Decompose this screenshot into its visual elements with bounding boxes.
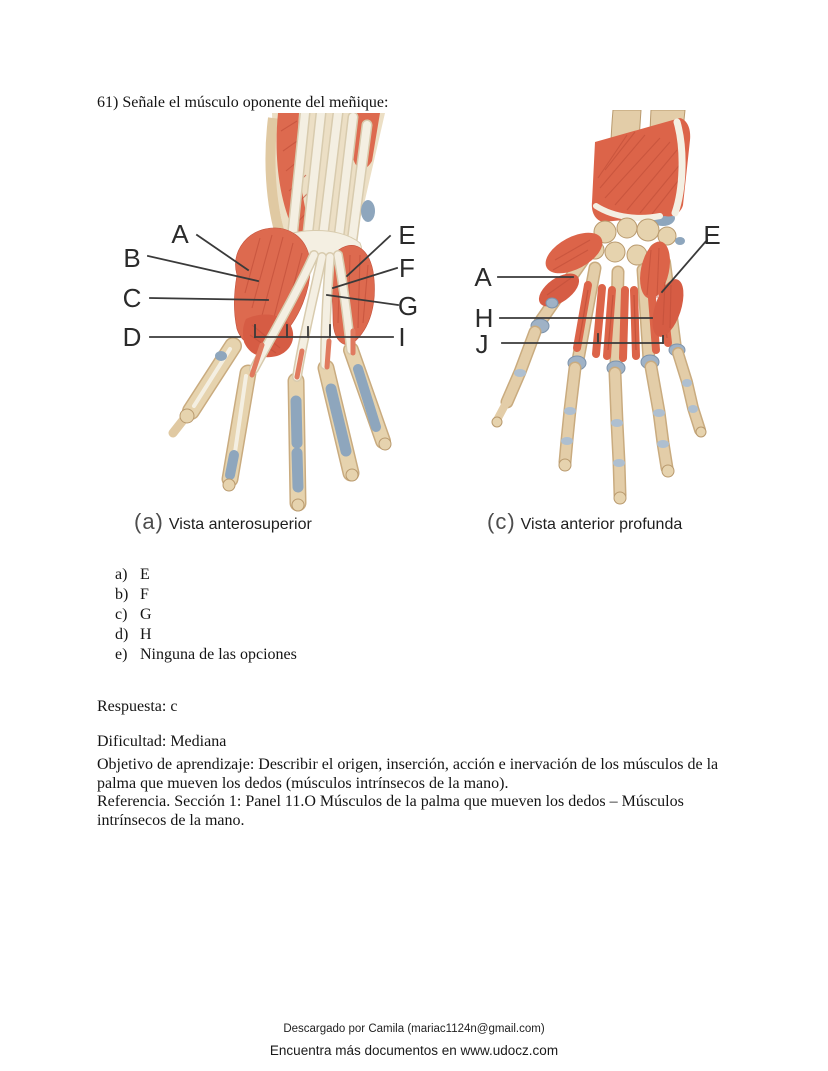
- option-b-text: F: [140, 586, 149, 603]
- figure-left-label-B: B: [123, 243, 140, 273]
- figure-right-label-J: J: [476, 329, 489, 359]
- figure-left-label-C: C: [123, 283, 142, 313]
- figure-right-caption-text: Vista anterior profunda: [520, 516, 683, 533]
- footer-udocz-link: Encuentra más documentos en www.udocz.co…: [269, 1043, 559, 1058]
- objective-text: Objetivo de aprendizaje: Describir el or…: [97, 756, 719, 792]
- footer-downloaded-by: Descargado por Camila (mariac1124n@gmail…: [283, 1023, 545, 1035]
- figure-left-caption-text: Vista anterosuperior: [168, 516, 312, 533]
- option-d-key: d): [115, 626, 129, 643]
- figure-right-label-H: H: [475, 303, 494, 333]
- reference-text: Referencia. Sección 1: Panel 11.O Múscul…: [97, 793, 684, 829]
- figure-right-illustration: A H J E: [474, 110, 721, 505]
- option-d-text: H: [140, 626, 152, 643]
- option-e-key: e): [115, 646, 128, 663]
- option-b-key: b): [115, 586, 129, 603]
- figure-right-caption: (c)Vista anterior profunda: [487, 509, 682, 535]
- option-d: d) H: [115, 625, 297, 645]
- figure-left-illustration: A B C D E F G I: [123, 113, 418, 512]
- figure-left-label-D: D: [123, 322, 142, 352]
- question-text: 61) Señale el músculo oponente del meñiq…: [97, 94, 389, 111]
- option-c-text: G: [140, 606, 152, 623]
- options-list: a) E b) F c) G d) H e) Ninguna de las opcione…: [115, 565, 297, 665]
- difficulty-text: Dificultad: Mediana: [97, 733, 227, 750]
- figure-left-label-I: I: [398, 322, 405, 352]
- figure-right-caption-letter: (c): [487, 509, 516, 534]
- option-e: e) Ninguna de las opciones: [115, 645, 297, 665]
- option-a-key: a): [115, 566, 128, 583]
- answer-text: Respuesta: c: [97, 698, 178, 715]
- option-a-text: E: [140, 566, 150, 583]
- figure-left-leader-lines: [146, 233, 400, 338]
- figure-left-label-A: A: [171, 219, 189, 249]
- figure-right-leader-lines: [497, 238, 709, 344]
- figure-right-label-E: E: [703, 220, 720, 250]
- option-b: b) F: [115, 585, 297, 605]
- option-e-text: Ninguna de las opciones: [140, 646, 297, 663]
- figure-left-label-E: E: [398, 220, 415, 250]
- option-c: c) G: [115, 605, 297, 625]
- figure-right-label-A: A: [474, 262, 492, 292]
- figure-left-caption-letter: (a): [134, 509, 164, 534]
- figure-left-label-G: G: [398, 291, 418, 321]
- option-c-key: c): [115, 606, 128, 623]
- figure-left-caption: (a)Vista anterosuperior: [134, 509, 312, 535]
- option-a: a) E: [115, 565, 297, 585]
- figure-left-label-F: F: [399, 253, 415, 283]
